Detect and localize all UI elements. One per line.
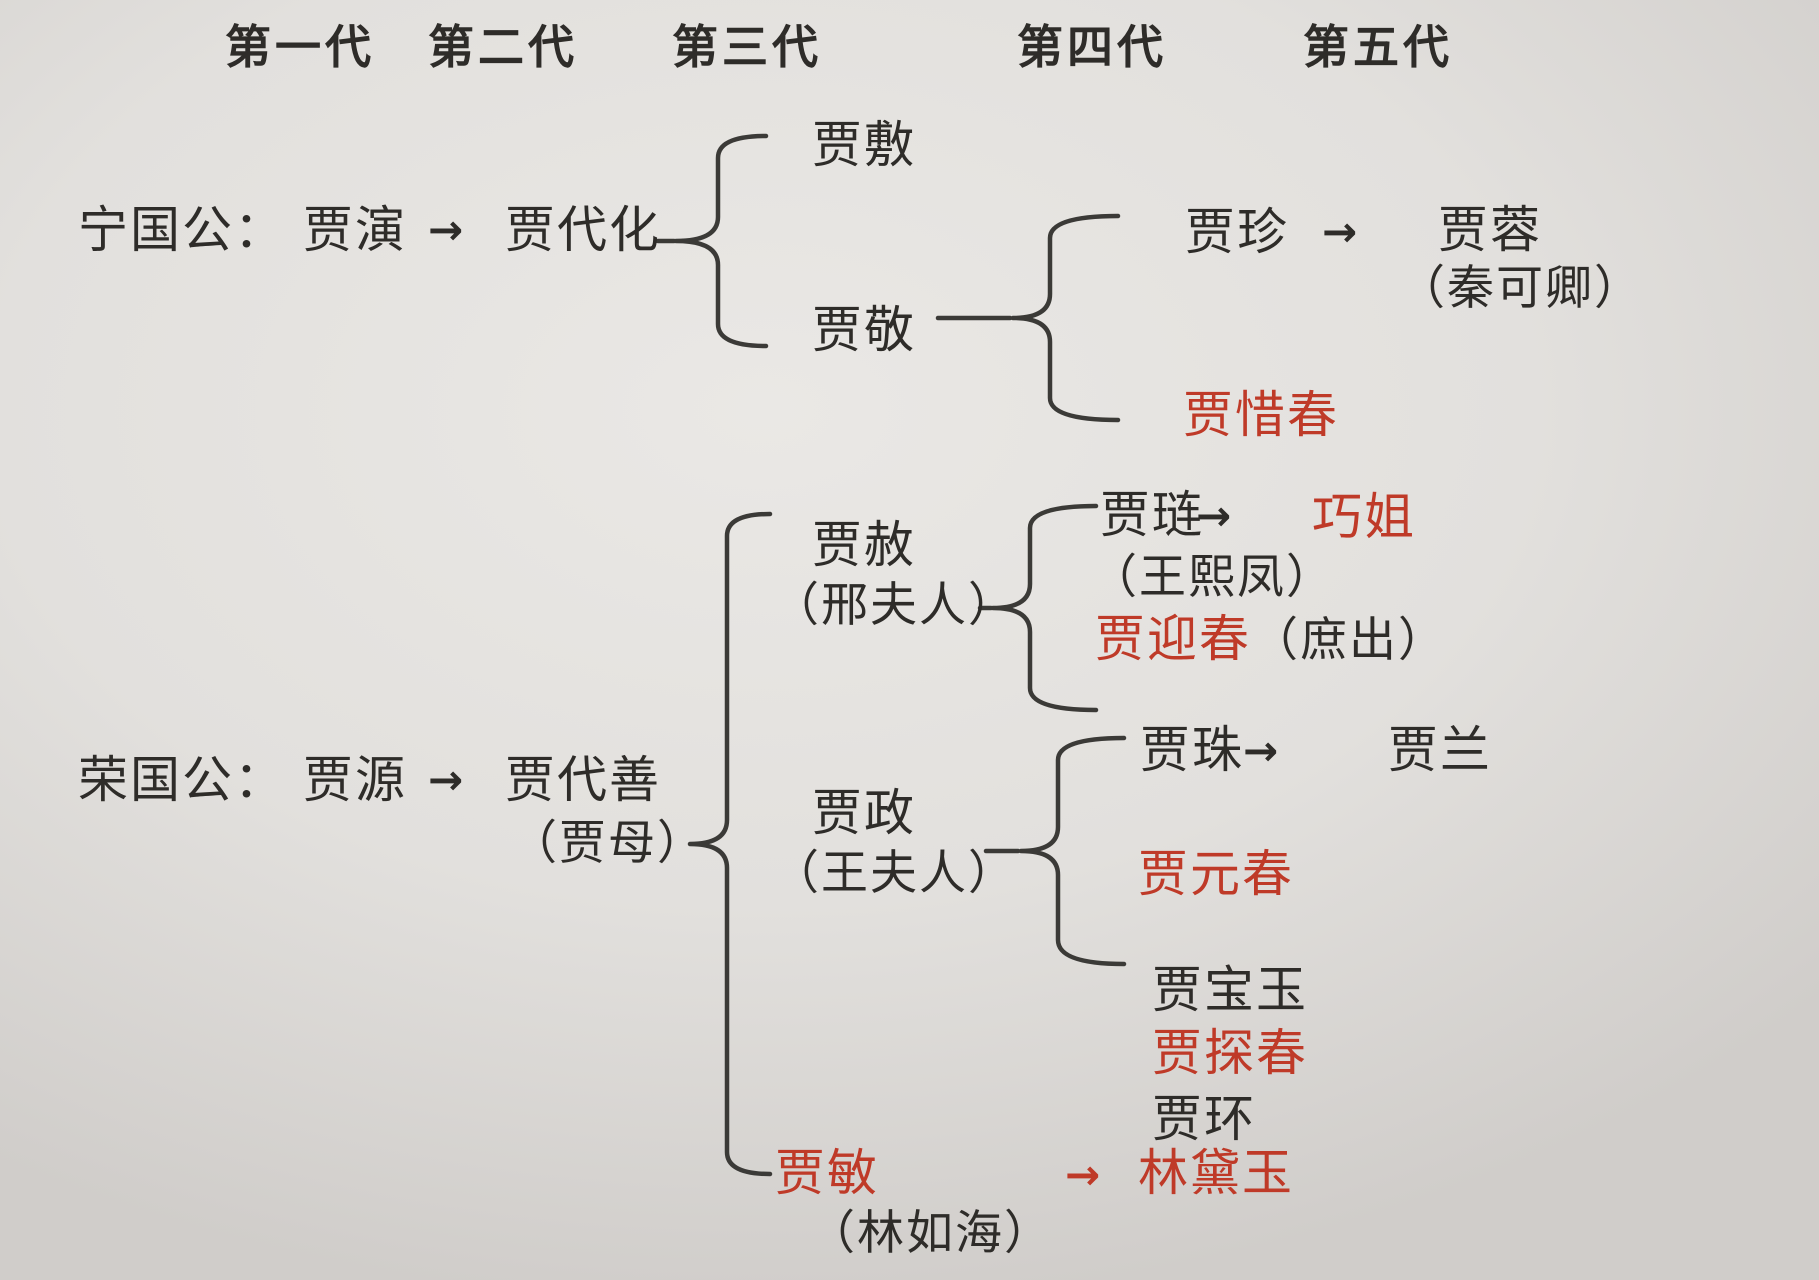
brace-jia-daihua-children	[673, 133, 769, 349]
spouse-xing-furen: （邢夫人）	[772, 578, 1017, 633]
node-jia-baoyu: 贾宝玉	[1152, 961, 1308, 1019]
brace-jia-jing-children	[1010, 213, 1121, 423]
row-jia-yingchun: 贾迎春（庶出）	[1095, 612, 1447, 667]
arrow-icon: →	[428, 755, 464, 804]
arrow-icon: →	[1243, 726, 1279, 775]
arrow-icon: →	[1322, 207, 1358, 256]
node-jia-yuan: 贾源	[303, 751, 407, 809]
node-jia-she: 贾赦	[812, 516, 916, 574]
node-jia-zhu: 贾珠	[1140, 721, 1244, 779]
brace-jia-zheng-children	[1018, 735, 1127, 967]
spouse-qin-keqing: （秦可卿）	[1398, 261, 1643, 316]
node-lin-daiyu: 林黛玉	[1138, 1144, 1294, 1202]
header-generation-3: 第三代	[672, 20, 822, 74]
node-jia-yingchun: 贾迎春	[1095, 610, 1251, 668]
spouse-lin-ruhai: （林如海）	[808, 1206, 1053, 1261]
header-generation-4: 第四代	[1017, 20, 1167, 74]
header-generation-5: 第五代	[1303, 20, 1453, 74]
note-shuchu: （庶出）	[1251, 613, 1447, 668]
label-ninguogong: 宁国公：	[78, 201, 286, 259]
node-jia-lan: 贾兰	[1388, 721, 1492, 779]
node-jia-yuanchun: 贾元春	[1138, 845, 1294, 903]
arrow-icon: →	[1196, 491, 1232, 540]
node-jia-tanchun: 贾探春	[1152, 1024, 1308, 1082]
node-jia-min: 贾敏	[775, 1144, 879, 1202]
arrow-icon: →	[428, 205, 464, 254]
node-jia-zheng: 贾政	[812, 784, 916, 842]
node-qiao-jie: 巧姐	[1312, 488, 1416, 546]
header-generation-1: 第一代	[225, 20, 375, 74]
arrow-icon-red: →	[1065, 1150, 1101, 1199]
node-jia-xichun: 贾惜春	[1183, 386, 1339, 444]
node-jia-daihua: 贾代化	[505, 201, 661, 259]
node-jia-rong: 贾蓉	[1438, 201, 1542, 259]
node-jia-fu: 贾敷	[812, 116, 916, 174]
node-jia-jing: 贾敬	[812, 301, 916, 359]
node-jia-yan: 贾演	[303, 201, 407, 259]
spouse-wang-xifeng: （王熙凤）	[1090, 550, 1335, 605]
node-jia-lian: 贾琏	[1100, 486, 1204, 544]
spouse-jia-mu: （贾母）	[510, 816, 706, 871]
node-jia-huan: 贾环	[1152, 1090, 1256, 1148]
label-rongguogong: 荣国公：	[78, 751, 286, 809]
spouse-wang-furen: （王夫人）	[772, 846, 1017, 901]
node-jia-daishan: 贾代善	[505, 751, 661, 809]
node-jia-zhen: 贾珍	[1185, 203, 1289, 261]
header-generation-2: 第二代	[428, 20, 578, 74]
